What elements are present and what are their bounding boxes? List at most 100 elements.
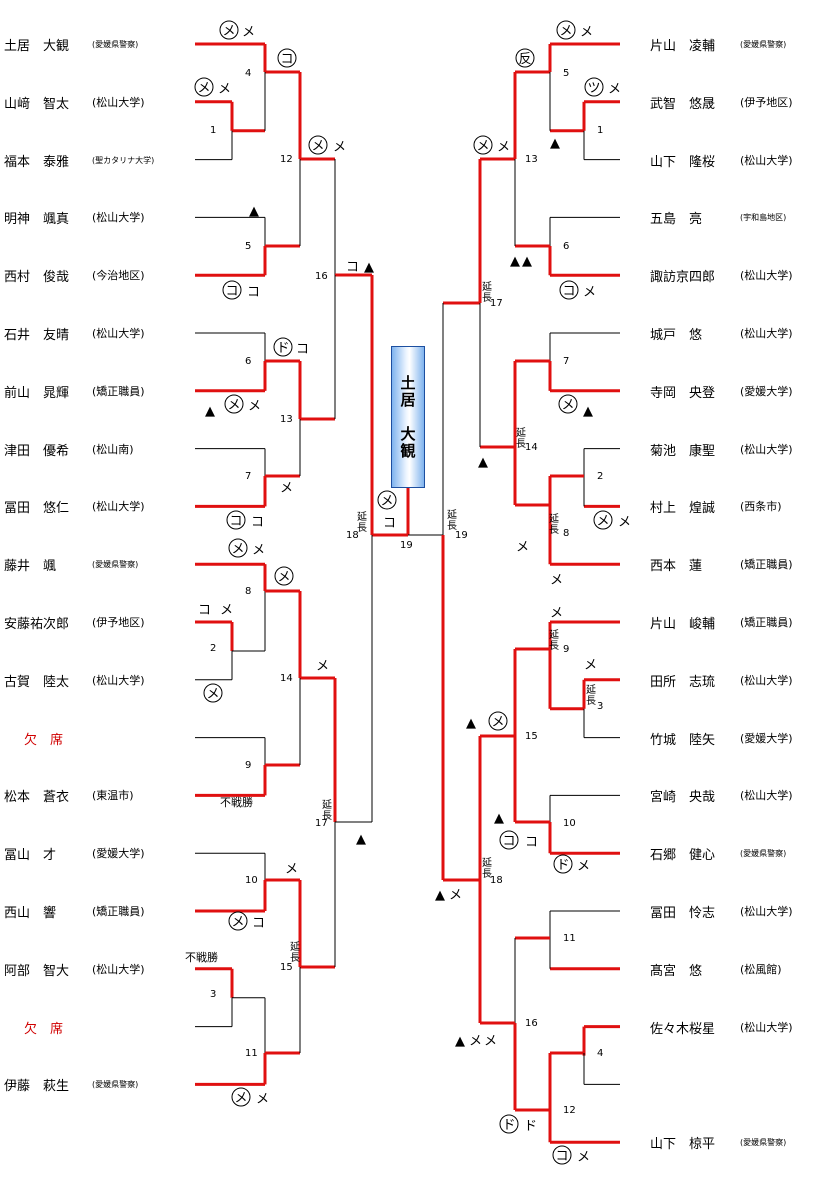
entry-name: 山下 椋平 <box>650 1137 716 1153</box>
extension-label: 延 <box>482 281 492 293</box>
score-mark: ▲ <box>249 204 259 219</box>
entry-name: 西村 俊哉 <box>4 270 70 286</box>
score-mark: メ <box>234 1091 247 1106</box>
score-circle <box>226 510 246 530</box>
entry-name: 津田 優希 <box>4 443 70 459</box>
extension-label: 長 <box>322 810 332 822</box>
score-mark: コ <box>502 834 515 849</box>
match-number: 11 <box>563 933 576 944</box>
entry-name: 明神 颯真 <box>4 212 70 228</box>
entry-name: 前山 晁輝 <box>4 385 70 401</box>
match-number: 18 <box>346 530 359 541</box>
entry-affiliation: (愛媛県警察) <box>740 849 787 859</box>
entry-affiliation: (愛媛県警察) <box>740 40 787 49</box>
extension-label: 延 <box>586 684 596 696</box>
entry-name: 冨山 才 <box>4 848 57 864</box>
extension-label: 長 <box>549 524 559 536</box>
score-circle <box>203 683 223 703</box>
entry-name: 五島 亮 <box>650 212 703 228</box>
entry-affiliation: (今治地区) <box>92 269 145 283</box>
score-mark: メ <box>583 285 596 300</box>
extension-label: 長 <box>586 695 596 707</box>
score-mark: メ <box>550 606 563 621</box>
match-number: 14 <box>525 442 538 453</box>
score-mark: ▲ <box>478 455 488 470</box>
score-circle <box>231 1087 251 1107</box>
score-mark: ▲ <box>455 1034 465 1049</box>
match-number: 4 <box>597 1048 603 1059</box>
score-mark: メ <box>333 140 346 155</box>
entry-affiliation: (松山大学) <box>92 962 145 976</box>
entry-name: 福本 泰雅 <box>4 154 70 170</box>
score-mark: メ <box>596 514 609 529</box>
entry-affiliation: (松山大学) <box>740 153 793 167</box>
score-mark: メ <box>516 540 529 555</box>
extension-label: 延 <box>322 799 332 811</box>
score-circle <box>219 20 239 40</box>
match-number: 8 <box>245 586 251 597</box>
score-mark: メ <box>252 543 265 558</box>
score-circle <box>473 135 493 155</box>
score-circle <box>224 394 244 414</box>
score-mark: メ <box>227 398 240 413</box>
entry-name: 古賀 陸太 <box>4 674 70 690</box>
entry-affiliation: (愛媛県警察) <box>92 1080 139 1090</box>
match-number: 17 <box>315 818 328 829</box>
score-mark: ド <box>524 1119 537 1134</box>
entry-name: 石井 友晴 <box>4 328 70 343</box>
entry-affiliation: (松山南) <box>92 442 134 456</box>
entry-affiliation: (松山大学) <box>92 95 145 109</box>
match-number: 18 <box>490 875 503 886</box>
entry-affiliation: (聖カタリナ大学) <box>92 155 155 165</box>
entry-affiliation: (松山大学) <box>740 269 793 283</box>
score-mark: コ <box>280 52 293 67</box>
score-mark: メ <box>449 888 462 903</box>
match-number: 13 <box>525 154 538 165</box>
match-number: 19 <box>455 530 468 541</box>
match-number: 10 <box>563 818 576 829</box>
score-mark: コ <box>198 603 211 618</box>
entry-affiliation: (松山大学) <box>740 442 793 456</box>
score-mark: コ <box>525 835 538 850</box>
score-mark: メ <box>218 82 231 97</box>
match-number: 15 <box>525 731 538 742</box>
score-mark: ▲ <box>550 136 560 151</box>
match-number: 5 <box>563 68 569 79</box>
score-mark: メ <box>469 1034 482 1049</box>
score-mark: メ <box>559 24 572 39</box>
match-number: 16 <box>315 271 328 282</box>
match-number: 2 <box>597 471 603 482</box>
entry-affiliation: (矯正職員) <box>740 558 793 572</box>
score-mark: ▲ <box>494 811 504 826</box>
entry-affiliation: (東温市) <box>92 789 134 803</box>
entry-name: 欠 席 <box>24 1021 64 1037</box>
score-circle <box>377 490 397 510</box>
match-number: 8 <box>563 528 569 539</box>
entry-name: 松本 蒼衣 <box>4 790 70 806</box>
entry-name: 石郷 健心 <box>650 848 716 864</box>
entry-name: 城戸 悠 <box>650 328 703 343</box>
score-mark: ▲ <box>205 404 215 419</box>
score-circle <box>222 280 242 300</box>
entry-name: 村上 煌誠 <box>650 501 716 517</box>
match-number: 10 <box>245 875 258 886</box>
extension-label: 長 <box>482 292 492 304</box>
champion-box: 土居 大観 <box>391 346 425 488</box>
score-circle <box>228 538 248 558</box>
score-circle <box>593 510 613 530</box>
score-mark: 反 <box>518 52 531 67</box>
entry-affiliation: (伊予地区) <box>740 95 793 109</box>
match-number: 12 <box>563 1105 576 1116</box>
score-mark: メ <box>561 398 574 413</box>
entry-affiliation: (松風館) <box>740 962 782 976</box>
entry-name: 冨田 怜志 <box>650 906 716 921</box>
score-mark: コ <box>229 514 242 529</box>
match-number: 1 <box>597 125 603 136</box>
match-number: 9 <box>563 644 569 655</box>
score-circle <box>559 280 579 300</box>
entry-affiliation: (松山大学) <box>740 673 793 687</box>
score-mark: メ <box>577 1150 590 1165</box>
entry-affiliation: (松山大学) <box>740 905 793 918</box>
score-mark: ▲ <box>435 888 445 903</box>
extension-label: 延 <box>549 513 559 525</box>
